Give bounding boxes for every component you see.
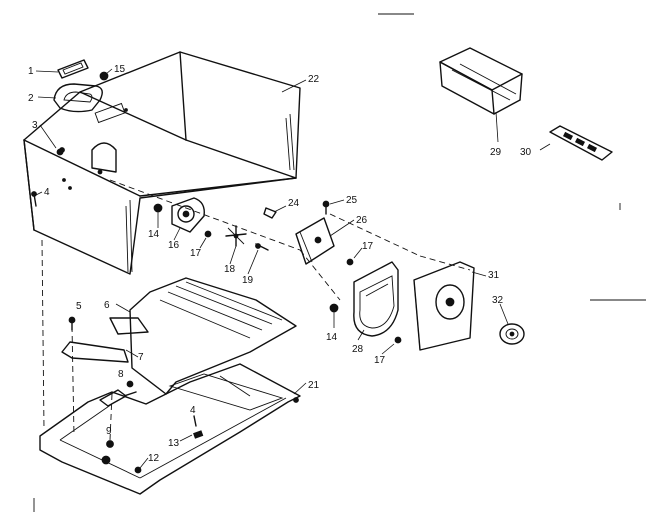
callout-15: 15 [114, 64, 126, 75]
cabinet-housing [23, 51, 301, 275]
part-31-panel [413, 261, 475, 351]
callout-21: 21 [308, 380, 320, 391]
callout-4: 4 [190, 405, 196, 416]
part-29-rack [439, 47, 523, 115]
part-13-clip [193, 415, 204, 439]
callout-14: 14 [326, 332, 338, 343]
part-14-nut [153, 203, 163, 213]
callout-17: 17 [190, 248, 202, 259]
callout-31: 31 [488, 270, 500, 281]
part-9-screw [106, 440, 114, 448]
part-32-knob [499, 323, 525, 345]
callout-5: 5 [76, 301, 82, 312]
part-24-clip [263, 207, 277, 219]
callout-18: 18 [224, 264, 236, 275]
part-17-screw [346, 258, 354, 266]
callout-4: 4 [44, 187, 50, 198]
part-8-screw [123, 380, 137, 397]
callout-3: 3 [32, 120, 38, 131]
part-3-screw [56, 148, 64, 156]
callout-22: 22 [308, 74, 320, 85]
part-14-nut [329, 303, 339, 313]
part-28-blower-housing [353, 261, 399, 337]
callout-13: 13 [168, 438, 180, 449]
callout-30: 30 [520, 147, 532, 158]
callout-26: 26 [356, 215, 368, 226]
callout-1: 1 [28, 66, 34, 77]
part-1-plate [57, 59, 89, 79]
callout-7: 7 [138, 352, 144, 363]
part-30-control-strip [549, 125, 613, 161]
part-17-screw [394, 336, 402, 344]
callout-32: 32 [492, 295, 504, 306]
callout-9: 9 [106, 426, 112, 437]
part-17-screw [204, 230, 212, 238]
part-6-tray [109, 277, 297, 395]
callout-16: 16 [168, 240, 180, 251]
part-25-screw [322, 200, 330, 215]
callout-17: 17 [362, 241, 374, 252]
part-21-base [39, 341, 301, 495]
part-16-motor [171, 197, 205, 233]
callout-19: 19 [242, 275, 254, 286]
part-7-bracket [99, 389, 127, 407]
callout-28: 28 [352, 344, 364, 355]
callout-17: 17 [374, 355, 386, 366]
callout-2: 2 [28, 93, 34, 104]
callout-12: 12 [148, 453, 160, 464]
callout-29: 29 [490, 147, 502, 158]
callout-14: 14 [148, 229, 160, 240]
leader-lines [35, 68, 551, 469]
part-26-bracket [295, 217, 335, 265]
callout-25: 25 [346, 195, 358, 206]
part-2-handle [53, 83, 103, 113]
callout-8: 8 [118, 369, 124, 380]
part-4-screw [31, 191, 37, 207]
callout-6: 6 [104, 300, 110, 311]
part-18-fan-blade [225, 225, 247, 247]
callout-24: 24 [288, 198, 300, 209]
part-19-screw [255, 243, 269, 251]
